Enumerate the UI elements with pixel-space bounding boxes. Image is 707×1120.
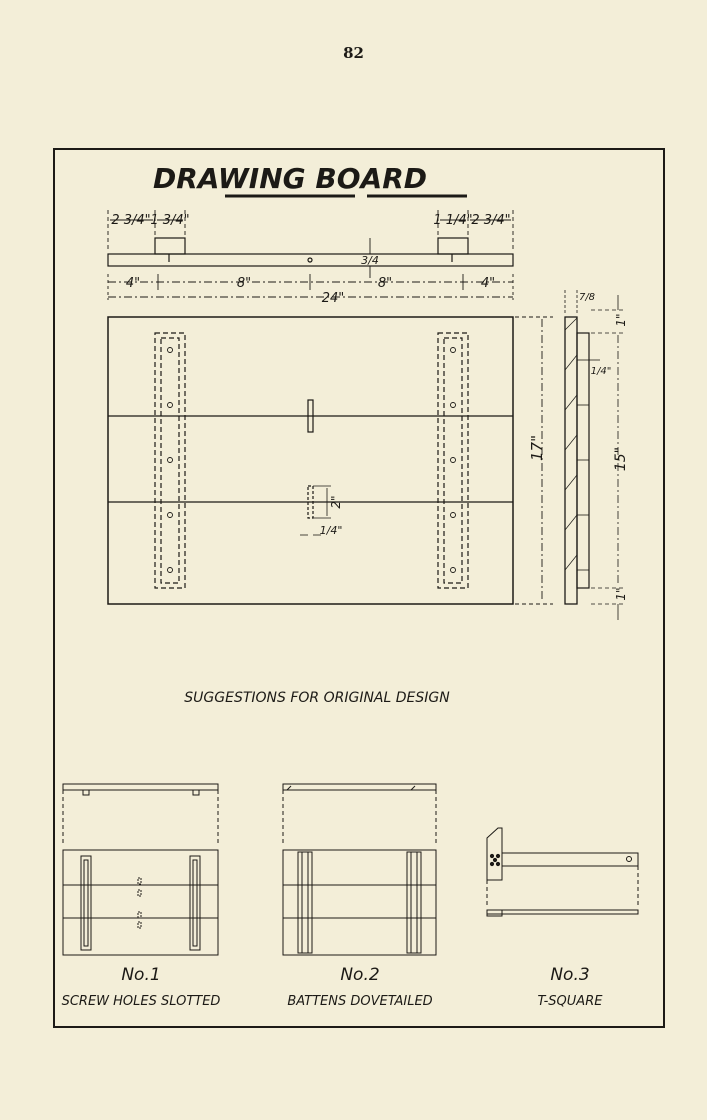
design-1-caption: SCREW HOLES SLOTTED (62, 994, 221, 1009)
drawing-board-figure: DRAWING BOARD 2 3/4" 1 3 (62, 162, 639, 1009)
dim-top-left-b: 1 3/4" (150, 213, 189, 228)
plate-title: DRAWING BOARD (153, 162, 427, 195)
dim-top-right-a: 1 1/4" (433, 213, 472, 228)
dim-seg-left: 4" (126, 276, 140, 291)
dim-height: 17" (528, 435, 546, 461)
dim-top-right-b: 2 3/4" (471, 213, 510, 228)
design-1-sketch (62, 783, 219, 956)
dim-seg-mid-right: 8" (378, 276, 392, 291)
board-edge-view (107, 237, 514, 267)
design-3-caption: T-SQUARE (538, 994, 604, 1009)
dim-edge-bottom: 1" (614, 587, 628, 600)
board-plan-view (107, 316, 514, 605)
design-1-number: No.1 (121, 965, 160, 985)
dim-batten-offset: 1/4" (591, 366, 612, 377)
dim-edge-top: 1" (614, 313, 628, 326)
dim-overall-width: 24" (322, 291, 345, 306)
design-3-sketch (486, 827, 639, 917)
suggestions-heading: SUGGESTIONS FOR ORIGINAL DESIGN (184, 690, 450, 706)
height-dimension (515, 316, 553, 605)
design-2-caption: BATTENS DOVETAILED (287, 994, 432, 1009)
design-2-sketch (282, 783, 437, 956)
dim-thickness: 3/4 (361, 254, 379, 267)
design-3-number: No.3 (550, 965, 589, 985)
page-number: 82 (343, 44, 364, 62)
drawing-plate: DRAWING BOARD 2 3/4" 1 3 (53, 148, 665, 1028)
dim-slot-length: 2" (329, 495, 343, 508)
board-side-section (564, 316, 590, 605)
dim-batten-thickness: 7/8 (579, 292, 595, 303)
side-dimensions (564, 290, 625, 620)
dim-slot-width: 1/4" (320, 524, 343, 537)
top-dimensions (107, 210, 514, 300)
dim-seg-right: 4" (481, 276, 495, 291)
dim-seg-mid-left: 8" (237, 276, 251, 291)
design-2-number: No.2 (340, 965, 379, 985)
dim-top-left-a: 2 3/4" (111, 213, 150, 228)
dim-batten-length: 15" (613, 447, 629, 471)
